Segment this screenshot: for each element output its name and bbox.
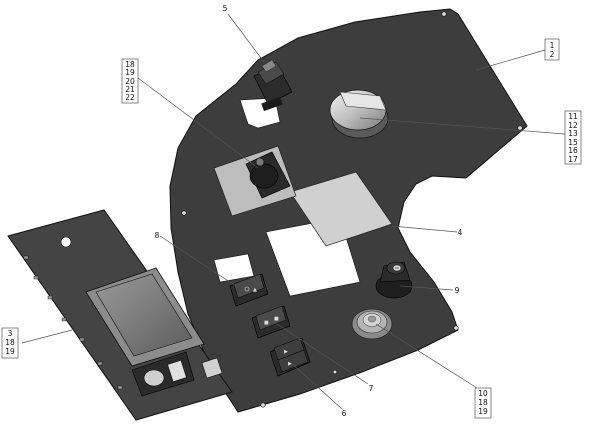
round-button — [351, 308, 393, 340]
callout-number: 12 — [568, 121, 578, 130]
callout-number: 18 — [125, 60, 135, 69]
mounting-hole — [453, 325, 459, 331]
callout-number: 18 — [478, 398, 488, 407]
switch-7: ■ ■ — [251, 305, 291, 339]
switch-8: ▲ — [229, 273, 269, 307]
callout-number: 15 — [568, 138, 578, 147]
callout-number: 5 — [223, 4, 228, 13]
leader-lines — [21, 13, 566, 410]
callout-4: 4 — [458, 228, 463, 237]
callout-number: 19 — [125, 68, 135, 77]
mounting-hole — [181, 210, 187, 216]
callout-10-18-19: 10 18 19 — [474, 387, 492, 419]
display-subpanel — [7, 209, 233, 421]
svg-text:■: ■ — [274, 316, 279, 322]
svg-text:▶: ▶ — [284, 349, 288, 355]
callout-number: 6 — [342, 409, 347, 418]
callout-number: 20 — [125, 77, 135, 86]
callout-1-2: 1 2 — [544, 38, 560, 61]
mounting-hole — [260, 402, 266, 408]
callout-11-17: 11 12 13 15 16 17 — [564, 110, 582, 165]
callout-5: 5 — [223, 4, 228, 13]
callout-number: 2 — [550, 50, 555, 59]
callout-number: 11 — [568, 112, 578, 121]
rocker-switch — [253, 59, 293, 112]
callout-number: 22 — [125, 93, 135, 102]
callout-number: 9 — [455, 286, 460, 295]
callout-number: 7 — [369, 384, 374, 393]
svg-text:▲: ▲ — [253, 287, 257, 293]
callout-number: 3 — [8, 329, 13, 338]
callout-number: 18 — [5, 338, 15, 347]
callout-number: 19 — [5, 347, 15, 356]
mounting-hole — [441, 11, 447, 17]
callout-18-22: 18 19 20 21 22 — [121, 58, 139, 104]
label-plate — [289, 171, 393, 247]
joystick-assembly — [213, 145, 297, 217]
callout-number: 16 — [568, 146, 578, 155]
callout-8: 8 — [155, 231, 160, 240]
callout-number: 1 — [550, 41, 555, 50]
callout-3-18-19: 3 18 19 — [1, 327, 19, 359]
switch-6: ▶ ▶ — [269, 337, 311, 377]
mounting-hole — [332, 369, 338, 375]
key-switch — [375, 261, 413, 299]
callout-number: 8 — [155, 231, 160, 240]
callout-9: 9 — [455, 286, 460, 295]
callout-number: 21 — [125, 85, 135, 94]
callout-number: 17 — [568, 155, 578, 164]
callout-number: 10 — [478, 389, 488, 398]
panel-cutout — [213, 253, 255, 283]
svg-text:▶: ▶ — [288, 361, 292, 367]
rotary-knob — [329, 89, 389, 139]
callout-number: 13 — [568, 129, 578, 138]
callout-6: 6 — [342, 409, 347, 418]
callout-number: 4 — [458, 228, 463, 237]
svg-text:■: ■ — [264, 320, 269, 326]
callout-number: 19 — [478, 407, 488, 416]
mounting-hole — [517, 125, 523, 131]
callout-7: 7 — [369, 384, 374, 393]
